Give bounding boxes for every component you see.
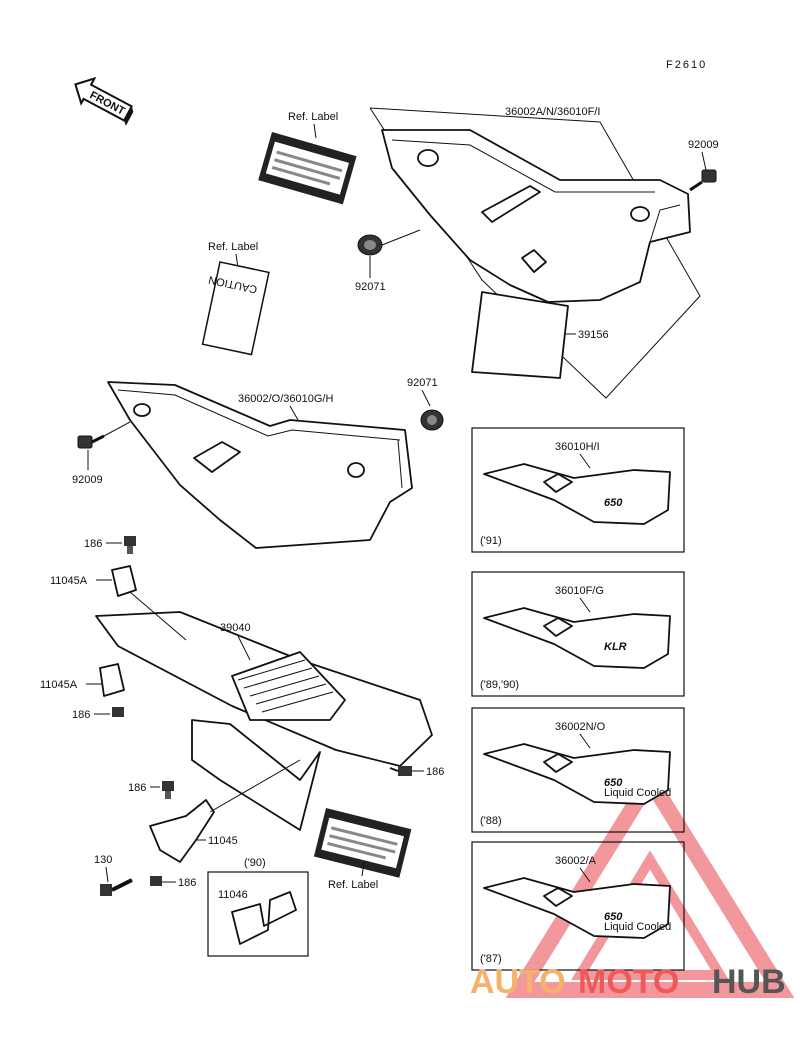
bolt-186-c-icon	[389, 766, 412, 776]
variant-year-label: ('87)	[480, 953, 502, 965]
variant-cover-shape	[483, 463, 671, 525]
part-36002-o-label: 36002/O/36010G/H	[238, 393, 333, 405]
bracket-11045a-b	[99, 663, 125, 697]
bolt-186-a-icon	[124, 536, 136, 554]
ref-label-2-text: Ref. Label	[208, 241, 258, 253]
variant-vent	[543, 887, 573, 907]
bracket-11046	[231, 891, 297, 945]
part-92071-mid-label: 92071	[407, 377, 438, 389]
variant-panels: 36010H/I 650 ('91) 36010F/G KLR ('89,'90) 3600…	[471, 427, 685, 971]
part-92009-top-label: 92009	[688, 139, 719, 151]
part-11046-label: 11046	[218, 889, 248, 901]
variant-panel-1: 36010H/I 650 ('91)	[471, 427, 685, 553]
part-11045-label: 11045	[208, 835, 238, 847]
figure-code: F2610	[666, 59, 707, 71]
part-130-label: 130	[94, 854, 112, 866]
variant-badge: 650	[604, 777, 623, 789]
part-186-b-label: 186	[72, 709, 90, 721]
variant-panel-2: 36010F/G KLR ('89,'90)	[471, 571, 685, 697]
variant-box	[471, 841, 685, 971]
variant-part-label: 36002N/O	[555, 721, 606, 733]
watermark-text: AUTO MOTO HUB	[470, 963, 786, 1001]
bolt-130-icon	[100, 878, 133, 896]
watermark-hub: HUB	[712, 963, 786, 1001]
variant-year-label: ('88)	[480, 815, 502, 827]
variant-badge: 650	[604, 911, 623, 923]
bolt-186-d-icon	[162, 781, 174, 799]
upper-side-cover	[381, 129, 691, 303]
inset-box-90	[207, 871, 309, 957]
watermark-moto: MOTO	[578, 963, 679, 1001]
variant-sub: Liquid Cooled	[604, 787, 671, 799]
ref-label-sticker-3	[313, 808, 412, 878]
ref-label-sticker-1	[258, 132, 357, 205]
bracket-11045a-a	[111, 565, 137, 597]
front-arrow-icon: FRONT	[74, 76, 134, 126]
part-39156-label: 39156	[578, 329, 609, 341]
variant-part-label: 36010F/G	[555, 585, 604, 597]
part-11045a-b-label: 11045A	[40, 679, 78, 691]
part-92009-left-label: 92009	[72, 474, 103, 486]
bolt-186-e-icon	[150, 876, 162, 886]
ref-label-sticker-2: CAUTION	[201, 261, 270, 356]
variant-badge: KLR	[604, 641, 627, 653]
part-92071-top-label: 92071	[355, 281, 386, 293]
variant-part-label: 36010H/I	[555, 441, 600, 453]
bolt-186-b-icon	[112, 707, 124, 717]
variant-badge: 650	[604, 497, 623, 509]
variant-year-label: ('89,'90)	[480, 679, 519, 691]
variant-cover-shape	[483, 743, 671, 805]
variant-cover-shape	[483, 877, 671, 939]
part-186-d-label: 186	[128, 782, 146, 794]
grommet-92071-mid-icon	[420, 409, 444, 431]
part-186-a-label: 186	[84, 538, 102, 550]
ref-label-3-text: Ref. Label	[328, 879, 378, 891]
variant-vent	[543, 617, 573, 637]
variant-vent	[543, 753, 573, 773]
part-186-e-label: 186	[178, 877, 196, 889]
screw-92009-left-icon	[77, 434, 105, 449]
lower-side-cover	[107, 381, 413, 549]
variant-year-label: ('91)	[480, 535, 502, 547]
variant-box	[471, 707, 685, 833]
variant-part-label: 36002/A	[555, 855, 597, 867]
watermark-auto: AUTO	[470, 963, 566, 1001]
bracket-11045	[149, 799, 215, 863]
variant-vent	[543, 473, 573, 493]
year-90-label: ('90)	[244, 857, 266, 869]
grommet-92071-top-icon	[357, 234, 383, 256]
variant-box	[471, 427, 685, 553]
variant-box	[471, 571, 685, 697]
tray-39040	[95, 611, 433, 831]
part-186-c-label: 186	[426, 766, 444, 778]
variant-cover-shape	[483, 607, 671, 669]
part-11045a-a-label: 11045A	[50, 575, 88, 587]
variant-sub: Liquid Cooled	[604, 921, 671, 933]
ref-label-1-text: Ref. Label	[288, 111, 338, 123]
pad-39156	[471, 291, 569, 379]
screw-92009-top-icon	[689, 169, 717, 192]
part-39040-label: 39040	[220, 622, 251, 634]
part-36002-a-n-label: 36002A/N/36010F/I	[505, 106, 600, 118]
